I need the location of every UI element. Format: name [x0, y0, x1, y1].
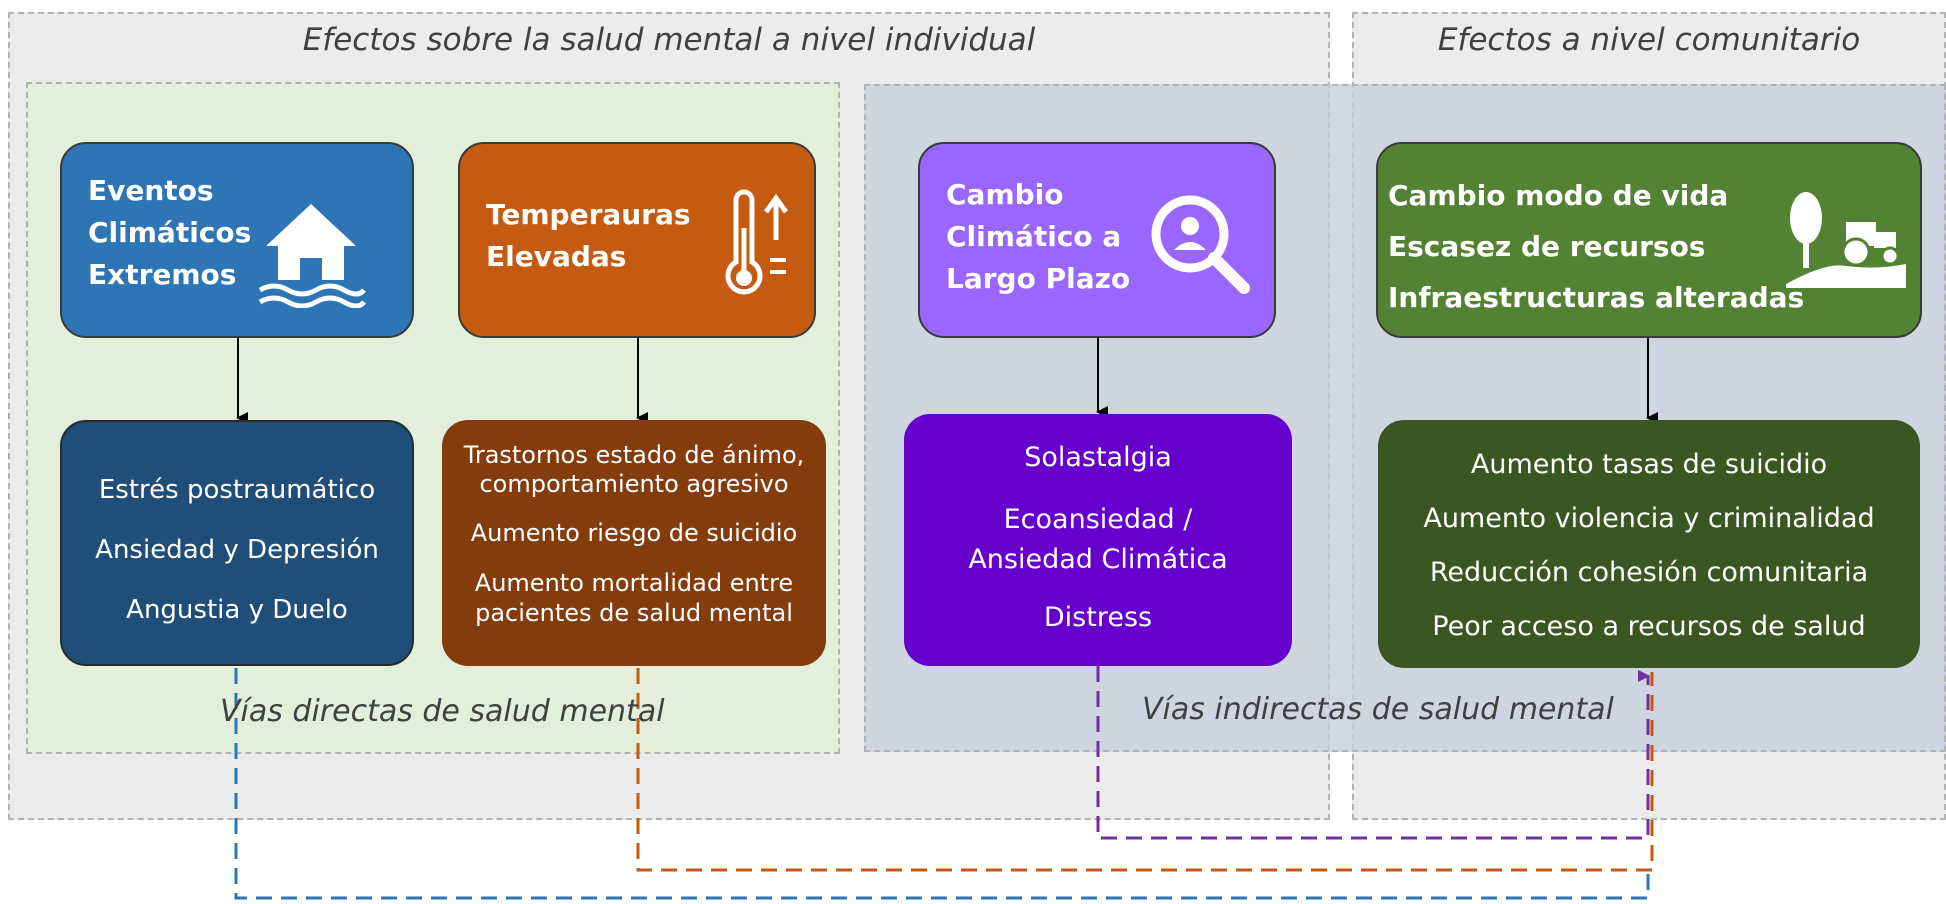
effect-item: Ansiedad y Depresión: [95, 535, 379, 565]
long-term-title-line: Climático a: [946, 220, 1122, 253]
high-temps-title-line: Elevadas: [486, 240, 627, 273]
effect-item: comportamiento agresivo: [479, 470, 789, 498]
community-title-line: Cambio modo de vida: [1388, 179, 1729, 212]
farm-tractor-tree-icon: [1786, 192, 1906, 288]
effect-item: Distress: [1043, 602, 1153, 633]
person-search-icon: [1151, 195, 1250, 294]
effect-item: Peor acceso a recursos de salud: [1432, 611, 1866, 642]
effect-item: Reducción cohesión comunitaria: [1429, 557, 1869, 588]
extreme-events-effects-card: Estrés postraumático Ansiedad y Depresió…: [60, 420, 414, 666]
effect-item: Ansiedad Climática: [968, 544, 1228, 575]
effect-item: Solastalgia: [1024, 442, 1172, 473]
high-temps-title-line: Temperauras: [486, 198, 691, 231]
community-title-line: Infraestructuras alteradas: [1388, 281, 1805, 314]
community-title-line: Escasez de recursos: [1388, 230, 1706, 263]
long-term-title-line: Cambio: [946, 178, 1064, 211]
indirect-pathways-label: Vías indirectas de salud mental: [1142, 692, 1614, 727]
high-temps-effects-card: Trastornos estado de ánimo, comportamien…: [442, 420, 826, 666]
effect-item: Trastornos estado de ánimo,: [463, 441, 805, 469]
effect-item: Angustia y Duelo: [126, 595, 348, 625]
effect-item: Estrés postraumático: [98, 475, 376, 505]
long-term-title-line: Largo Plazo: [946, 262, 1131, 295]
effect-item: Aumento tasas de suicidio: [1470, 449, 1828, 480]
effect-item: pacientes de salud mental: [475, 599, 793, 627]
community-effects-card: Aumento tasas de suicidio Aumento violen…: [1378, 420, 1920, 668]
individual-effects-title: Efectos sobre la salud mental a nivel in…: [302, 22, 1036, 58]
effect-item: Aumento violencia y criminalidad: [1423, 503, 1875, 534]
effect-item: Aumento riesgo de suicidio: [470, 519, 798, 547]
direct-pathways-label: Vías directas de salud mental: [220, 694, 665, 729]
extreme-events-title-line: Climáticos: [88, 216, 252, 249]
long-term-effects-card: Solastalgia Ecoansiedad / Ansiedad Climá…: [904, 414, 1292, 666]
dashed-line-high-temps: [636, 668, 1654, 872]
thermometer-rising-icon: [725, 189, 789, 295]
extreme-events-title-line: Eventos: [88, 174, 214, 207]
dashed-line-long-term: [1096, 666, 1650, 840]
community-effects-title: Efectos a nivel comunitario: [1437, 22, 1861, 58]
extreme-events-card: Eventos Climáticos Extremos: [60, 142, 414, 338]
dashed-line-extreme-events: [234, 668, 1650, 900]
effect-item: Aumento mortalidad entre: [474, 569, 794, 597]
community-card: Cambio modo de vida Escasez de recursos …: [1376, 142, 1922, 338]
long-term-card: Cambio Climático a Largo Plazo: [918, 142, 1276, 338]
flooded-house-icon: [258, 204, 366, 308]
effect-item: Ecoansiedad /: [1003, 504, 1193, 535]
extreme-events-title-line: Extremos: [88, 258, 237, 291]
high-temps-card: Temperauras Elevadas: [458, 142, 816, 338]
